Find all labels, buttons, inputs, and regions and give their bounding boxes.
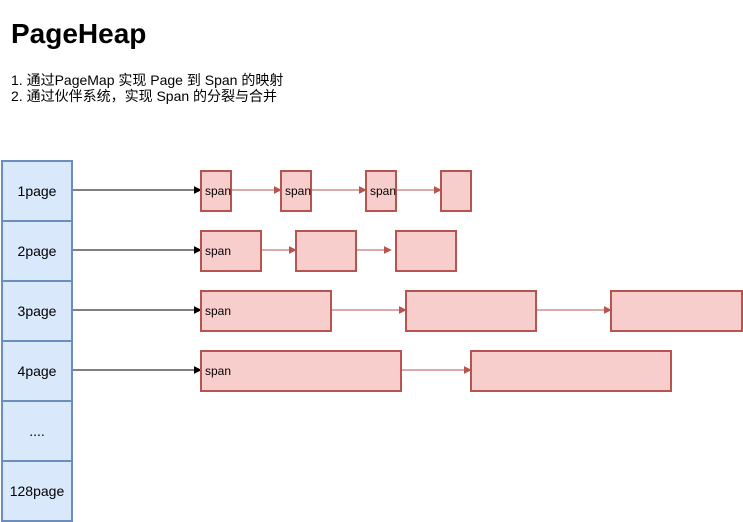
span-node: [440, 170, 472, 212]
span-node: span: [200, 350, 402, 392]
description-line-2: 2. 通过伙伴系统，实现 Span 的分裂与合并: [11, 88, 278, 104]
span-label: span: [205, 364, 232, 378]
page-list-128page: 128page: [1, 460, 73, 522]
page-list-3page: 3page: [1, 280, 73, 342]
page-list-ellipsis: ....: [1, 400, 73, 462]
span-label: span: [205, 244, 232, 258]
span-node: span: [365, 170, 397, 212]
span-node: span: [200, 230, 262, 272]
span-node: [470, 350, 672, 392]
span-label: span: [285, 184, 312, 198]
span-node: span: [200, 290, 332, 332]
span-node: [610, 290, 743, 332]
span-label: span: [205, 184, 232, 198]
span-node: span: [280, 170, 312, 212]
page-list-1page: 1page: [1, 160, 73, 222]
span-node: [295, 230, 357, 272]
span-node: [395, 230, 457, 272]
page-title: PageHeap: [11, 18, 147, 49]
span-node: span: [200, 170, 232, 212]
span-node: [405, 290, 537, 332]
description-line-1: 1. 通过PageMap 实现 Page 到 Span 的映射: [11, 72, 284, 88]
page-list-4page: 4page: [1, 340, 73, 402]
span-label: span: [370, 184, 397, 198]
span-label: span: [205, 304, 232, 318]
description: 1. 通过PageMap 实现 Page 到 Span 的映射 2. 通过伙伴系…: [11, 72, 283, 104]
page-list-2page: 2page: [1, 220, 73, 282]
